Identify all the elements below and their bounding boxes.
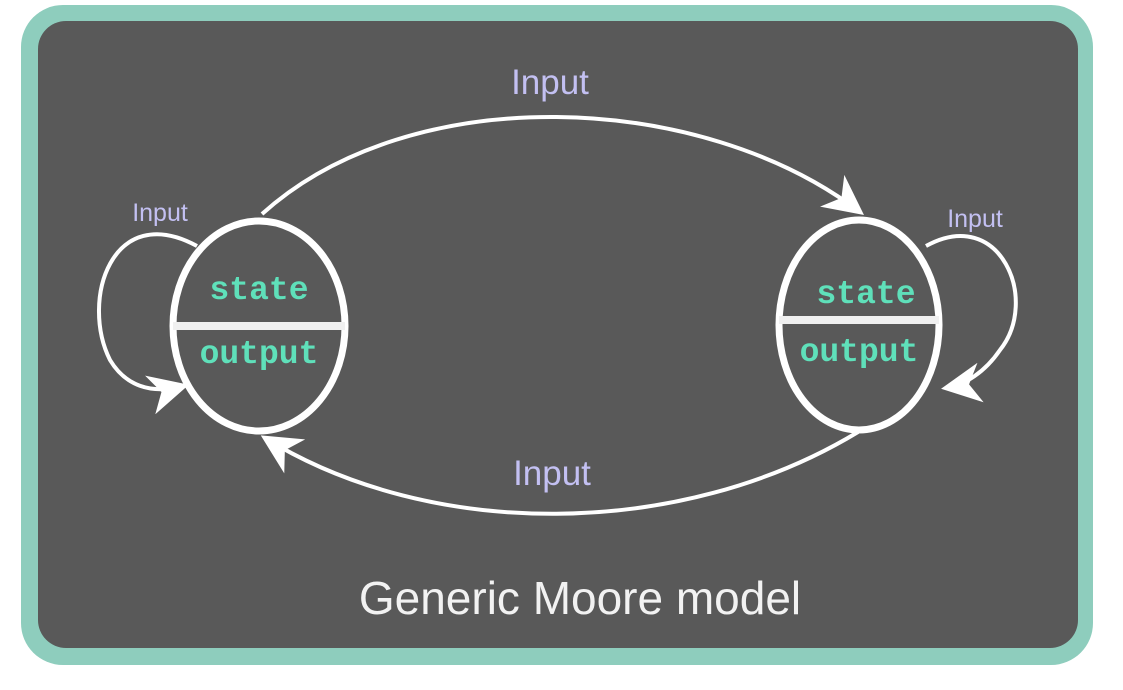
edge-label-self-loop-left: Input — [132, 199, 188, 227]
state-node-right-outline — [775, 216, 943, 434]
state-node-right-output-label: output — [800, 334, 919, 371]
transition-arc-right-to-left — [260, 430, 860, 516]
state-node-left-output-label: output — [200, 336, 319, 373]
state-node-right: state output — [775, 216, 943, 434]
self-loop-left — [97, 232, 198, 415]
transition-arc-left-to-right — [260, 115, 864, 216]
state-node-left: state output — [169, 217, 349, 435]
state-node-left-state-label: state — [209, 272, 308, 309]
edge-label-self-loop-right: Input — [947, 205, 1003, 233]
edge-label-right-to-left: Input — [513, 454, 591, 493]
state-node-right-state-label: state — [816, 276, 915, 313]
inner-panel — [38, 21, 1078, 648]
self-loop-right — [925, 234, 1018, 403]
edge-label-left-to-right: Input — [511, 63, 589, 102]
diagram-caption: Generic Moore model — [359, 572, 801, 624]
